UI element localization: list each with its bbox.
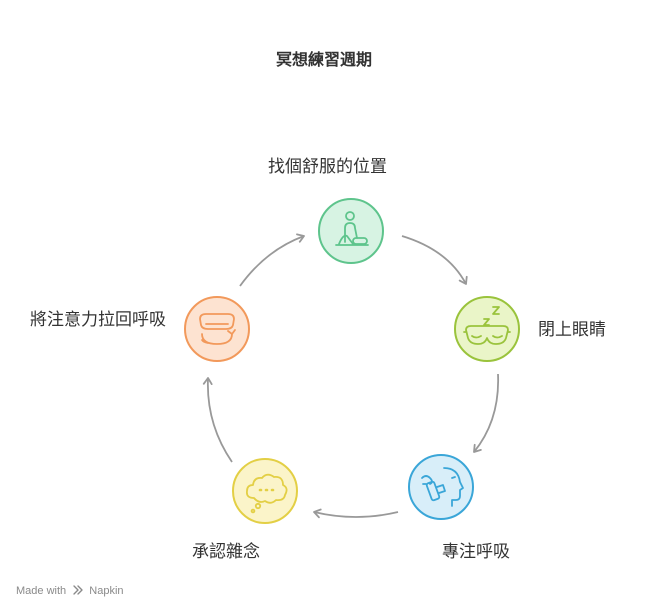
- refocus-mask-icon: [199, 313, 236, 345]
- napkin-logo-icon: [73, 585, 83, 595]
- arrow-2-to-3: [473, 373, 500, 453]
- footer-credit: Made with Napkin: [16, 584, 124, 597]
- step-label-4: 承認雜念: [192, 542, 260, 562]
- arrow-1-to-2: [401, 235, 468, 285]
- arrow-3-to-4: [313, 508, 399, 519]
- step-label-5: 將注意力拉回呼吸: [30, 310, 166, 330]
- step-node-5: [184, 296, 250, 362]
- arrow-5-to-1: [239, 233, 305, 287]
- arrow-4-to-5: [202, 377, 233, 463]
- step-node-1: [318, 198, 384, 264]
- sleep-mask-icon: [463, 306, 511, 345]
- step-label-3: 專注呼吸: [442, 542, 510, 562]
- thought-bubble-icon: [245, 473, 288, 514]
- breathing-face-icon: [421, 467, 464, 507]
- person-sitting-icon: [335, 211, 369, 246]
- footer-made-with: Made with: [16, 585, 67, 597]
- step-node-4: [232, 458, 298, 524]
- step-label-2: 閉上眼睛: [538, 320, 606, 340]
- step-node-2: [454, 296, 520, 362]
- footer-brand: Napkin: [89, 585, 124, 597]
- diagram-title: 冥想練習週期: [275, 50, 372, 69]
- step-label-1: 找個舒服的位置: [268, 157, 387, 177]
- step-node-3: [408, 454, 474, 520]
